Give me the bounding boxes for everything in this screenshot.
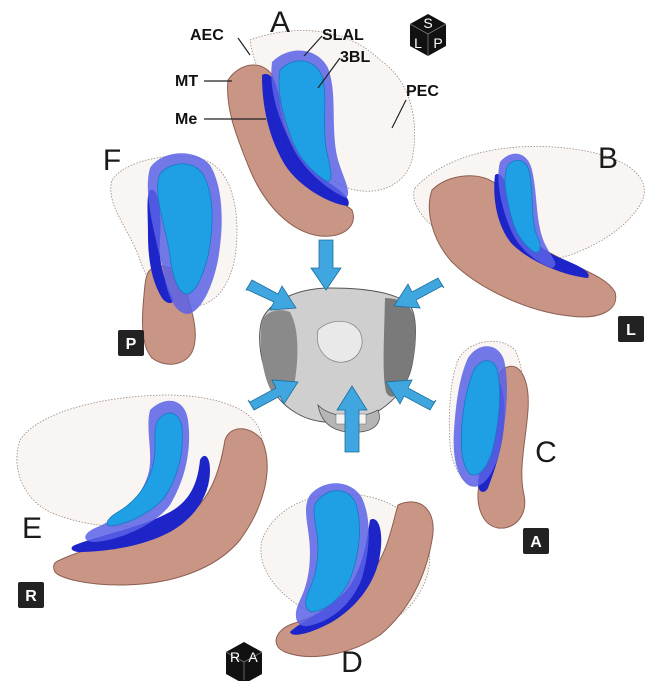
view-c-orientation-text: A xyxy=(530,534,542,551)
leader-aec xyxy=(238,38,250,55)
label-me: Me xyxy=(175,111,197,128)
view-b-letter: B xyxy=(598,142,618,175)
cube-top-label-p: P xyxy=(433,35,442,51)
view-f-letter: F xyxy=(103,144,121,177)
label-3bl: 3BL xyxy=(340,49,370,66)
view-d-letter: D xyxy=(341,646,363,679)
arrow-icon-upper-left xyxy=(246,280,296,310)
view-e: E R xyxy=(17,395,267,608)
cube-icon-top: S L P xyxy=(410,14,446,56)
arrow-icon-top xyxy=(311,240,341,290)
cube-top-label-l: L xyxy=(414,35,422,51)
cube-top-label-s: S xyxy=(423,15,432,31)
view-e-orientation-badge: R xyxy=(18,582,44,608)
view-b-orientation-badge: L xyxy=(618,316,644,342)
label-mt: MT xyxy=(175,73,198,90)
view-b-orientation-text: L xyxy=(626,322,636,339)
view-e-letter: E xyxy=(22,512,42,545)
view-a-letter: A xyxy=(270,6,290,39)
view-f-orientation-badge: P xyxy=(118,330,144,356)
view-c: C A xyxy=(449,341,557,554)
cube-icon-bottom: R A xyxy=(226,642,262,681)
view-c-orientation-badge: A xyxy=(523,528,549,554)
cube-bottom-label-a: A xyxy=(248,649,258,665)
arrow-icon-upper-right xyxy=(394,278,444,308)
view-d: D xyxy=(261,483,433,679)
view-c-letter: C xyxy=(535,436,557,469)
view-f-orientation-text: P xyxy=(126,336,137,353)
label-pec: PEC xyxy=(406,83,439,100)
cube-bottom-label-r: R xyxy=(230,649,240,665)
skull-icon xyxy=(260,288,416,432)
label-slal: SLAL xyxy=(322,27,364,44)
view-e-orientation-text: R xyxy=(25,588,37,605)
view-f: F P xyxy=(103,144,237,364)
label-aec: AEC xyxy=(190,27,224,44)
view-b: B L xyxy=(414,142,645,342)
